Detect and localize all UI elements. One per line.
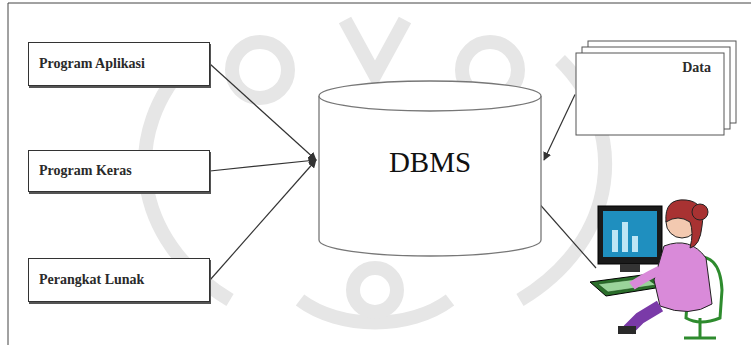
process-box: Program Aplikasi — [28, 42, 210, 86]
process-box: Perangkat Lunak — [28, 258, 210, 302]
box-label: Program Aplikasi — [39, 56, 145, 72]
box-label: Perangkat Lunak — [39, 272, 144, 288]
connector-arrow — [210, 160, 316, 280]
page-stack-outline — [575, 40, 737, 136]
database-label: DBMS — [318, 146, 542, 179]
database-cylinder: DBMS — [318, 80, 542, 256]
box-label: Program Keras — [39, 163, 132, 179]
connector-arrow — [544, 95, 575, 161]
process-box: Program Keras — [28, 150, 210, 192]
connector-arrow — [210, 64, 316, 160]
document-label: Data — [682, 60, 711, 76]
connector-arrow — [210, 160, 316, 171]
document-stack: Data — [575, 40, 737, 136]
